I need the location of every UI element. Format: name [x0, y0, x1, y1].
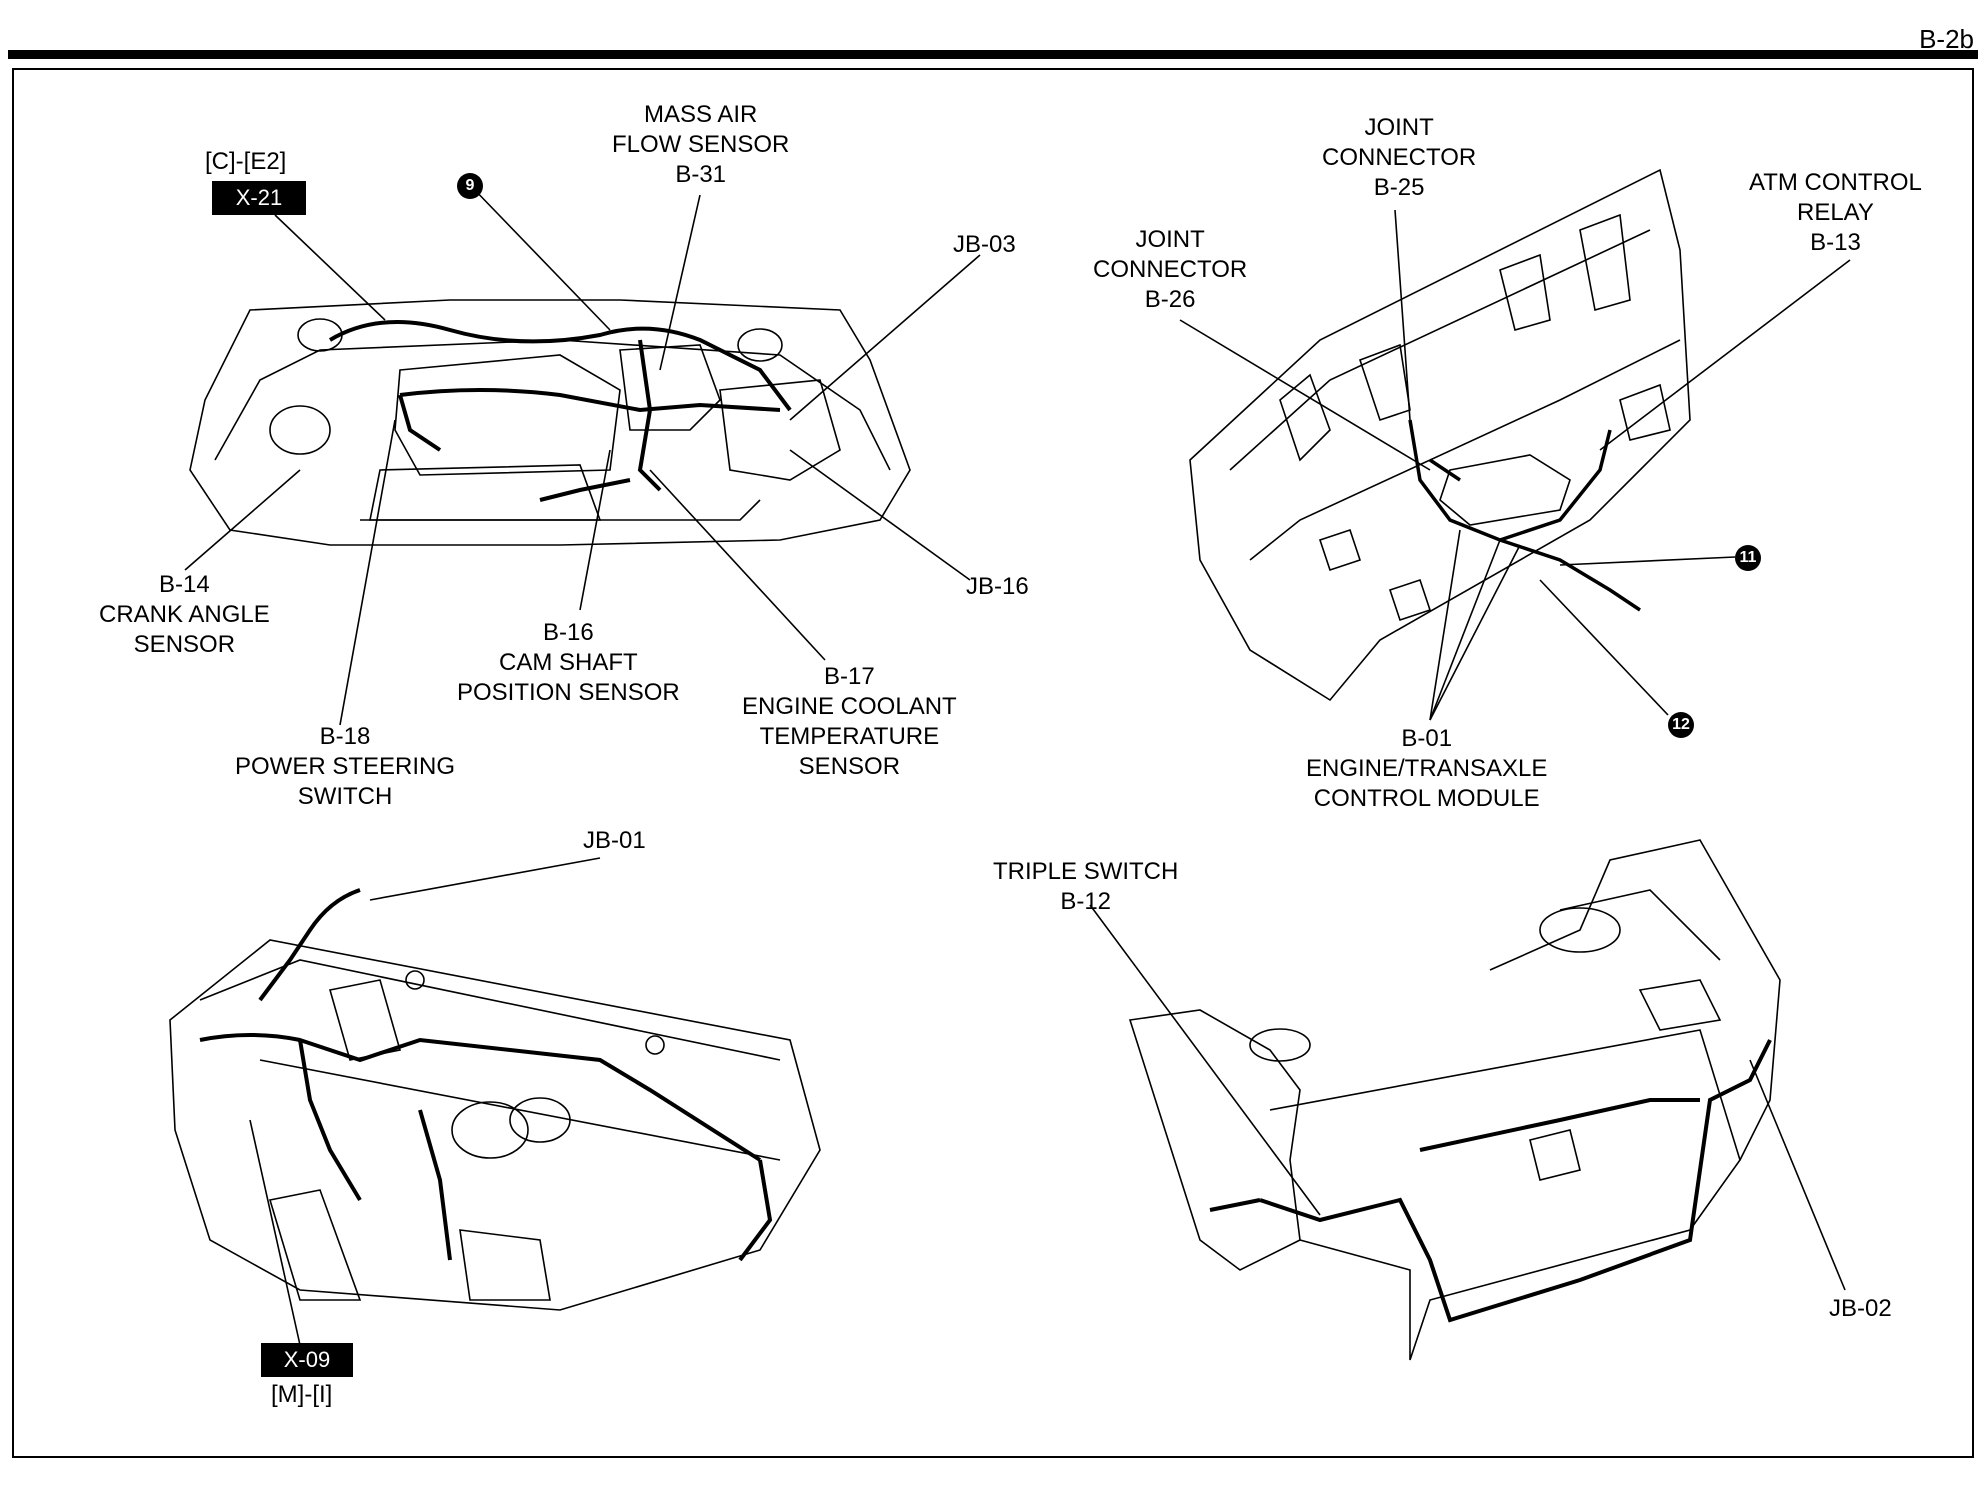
callout-12-badge: 12 [1668, 712, 1694, 738]
firewall-harness [1408, 419, 1641, 612]
leader-lines [184, 184, 1851, 1346]
label-jb-03: JB-03 [953, 231, 1016, 258]
engine-harness [328, 320, 792, 502]
rear-body-drawing [1128, 839, 1781, 1361]
diagram-frame [12, 68, 1974, 1458]
ref-x09-box[interactable]: X-09 [261, 1343, 353, 1377]
ref-c-e2: [C]-[E2] [205, 148, 287, 175]
label-jb-02: JB-02 [1829, 1295, 1892, 1322]
page-number: B-2b [1919, 24, 1974, 54]
callout-11-badge: 11 [1735, 545, 1761, 571]
rear-harness [1209, 1039, 1772, 1323]
label-jb-16: JB-16 [966, 573, 1029, 600]
label-jb-01: JB-01 [583, 827, 646, 854]
callout-9-badge: 9 [457, 173, 483, 199]
header-rule [8, 50, 1978, 59]
dashboard-harness [199, 888, 773, 1262]
dashboard-drawing [169, 939, 821, 1311]
ref-x21-box[interactable]: X-21 [212, 181, 306, 215]
ref-m-i: [M]-[I] [271, 1381, 333, 1408]
engine-bay-drawing [189, 299, 911, 546]
firewall-drawing [1189, 168, 1691, 702]
